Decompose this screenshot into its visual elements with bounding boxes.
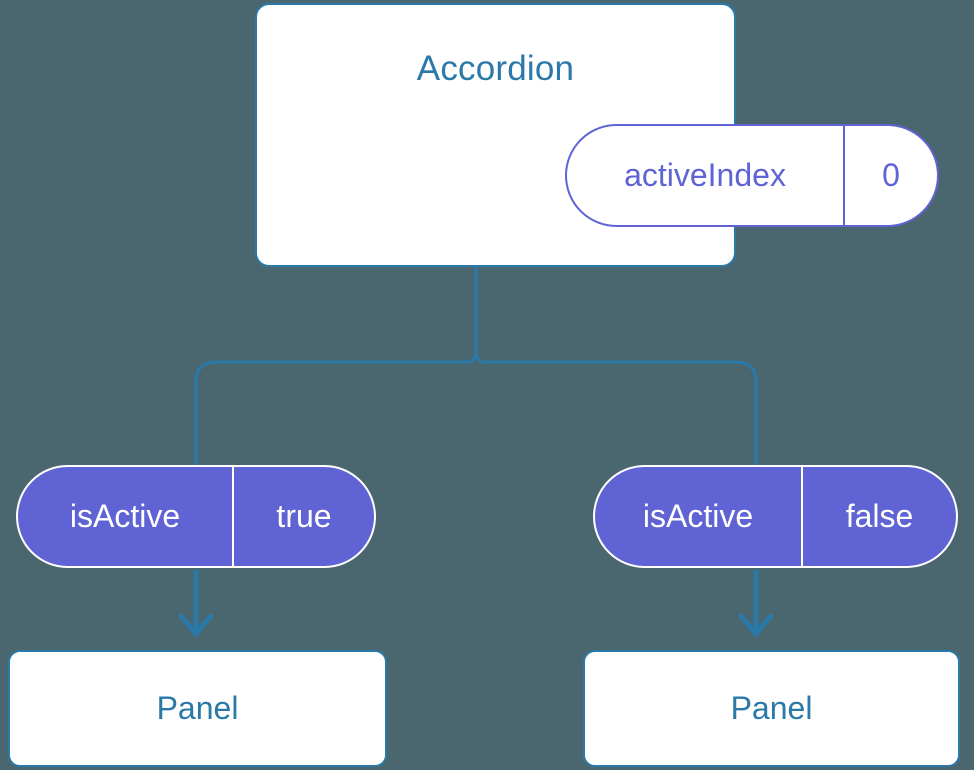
panel-component-card-right[interactable]: Panel bbox=[583, 650, 960, 767]
prop-value-active-index: 0 bbox=[882, 157, 900, 193]
prop-pill-is-active-true[interactable]: isActive true bbox=[16, 465, 376, 568]
prop-key-is-active-false: isActive bbox=[595, 467, 803, 566]
tree-connector-path bbox=[194, 265, 758, 467]
accordion-title: Accordion bbox=[416, 49, 575, 88]
panel-label-right: Panel bbox=[730, 690, 813, 726]
prop-pill-active-index[interactable]: activeIndex 0 bbox=[565, 124, 939, 227]
prop-key-is-active-true: isActive bbox=[18, 467, 234, 566]
panel-component-card-left[interactable]: Panel bbox=[8, 650, 387, 767]
prop-key-active-index: activeIndex bbox=[567, 126, 845, 225]
arrow-down-left bbox=[178, 570, 214, 637]
accordion-component-card[interactable]: Accordion activeIndex 0 bbox=[255, 3, 939, 267]
prop-value-is-active-false: false bbox=[845, 498, 914, 534]
prop-value-is-active-true: true bbox=[276, 498, 332, 534]
prop-pill-is-active-false[interactable]: isActive false bbox=[593, 465, 958, 568]
arrow-down-right bbox=[738, 570, 774, 637]
panel-label-left: Panel bbox=[156, 690, 239, 726]
